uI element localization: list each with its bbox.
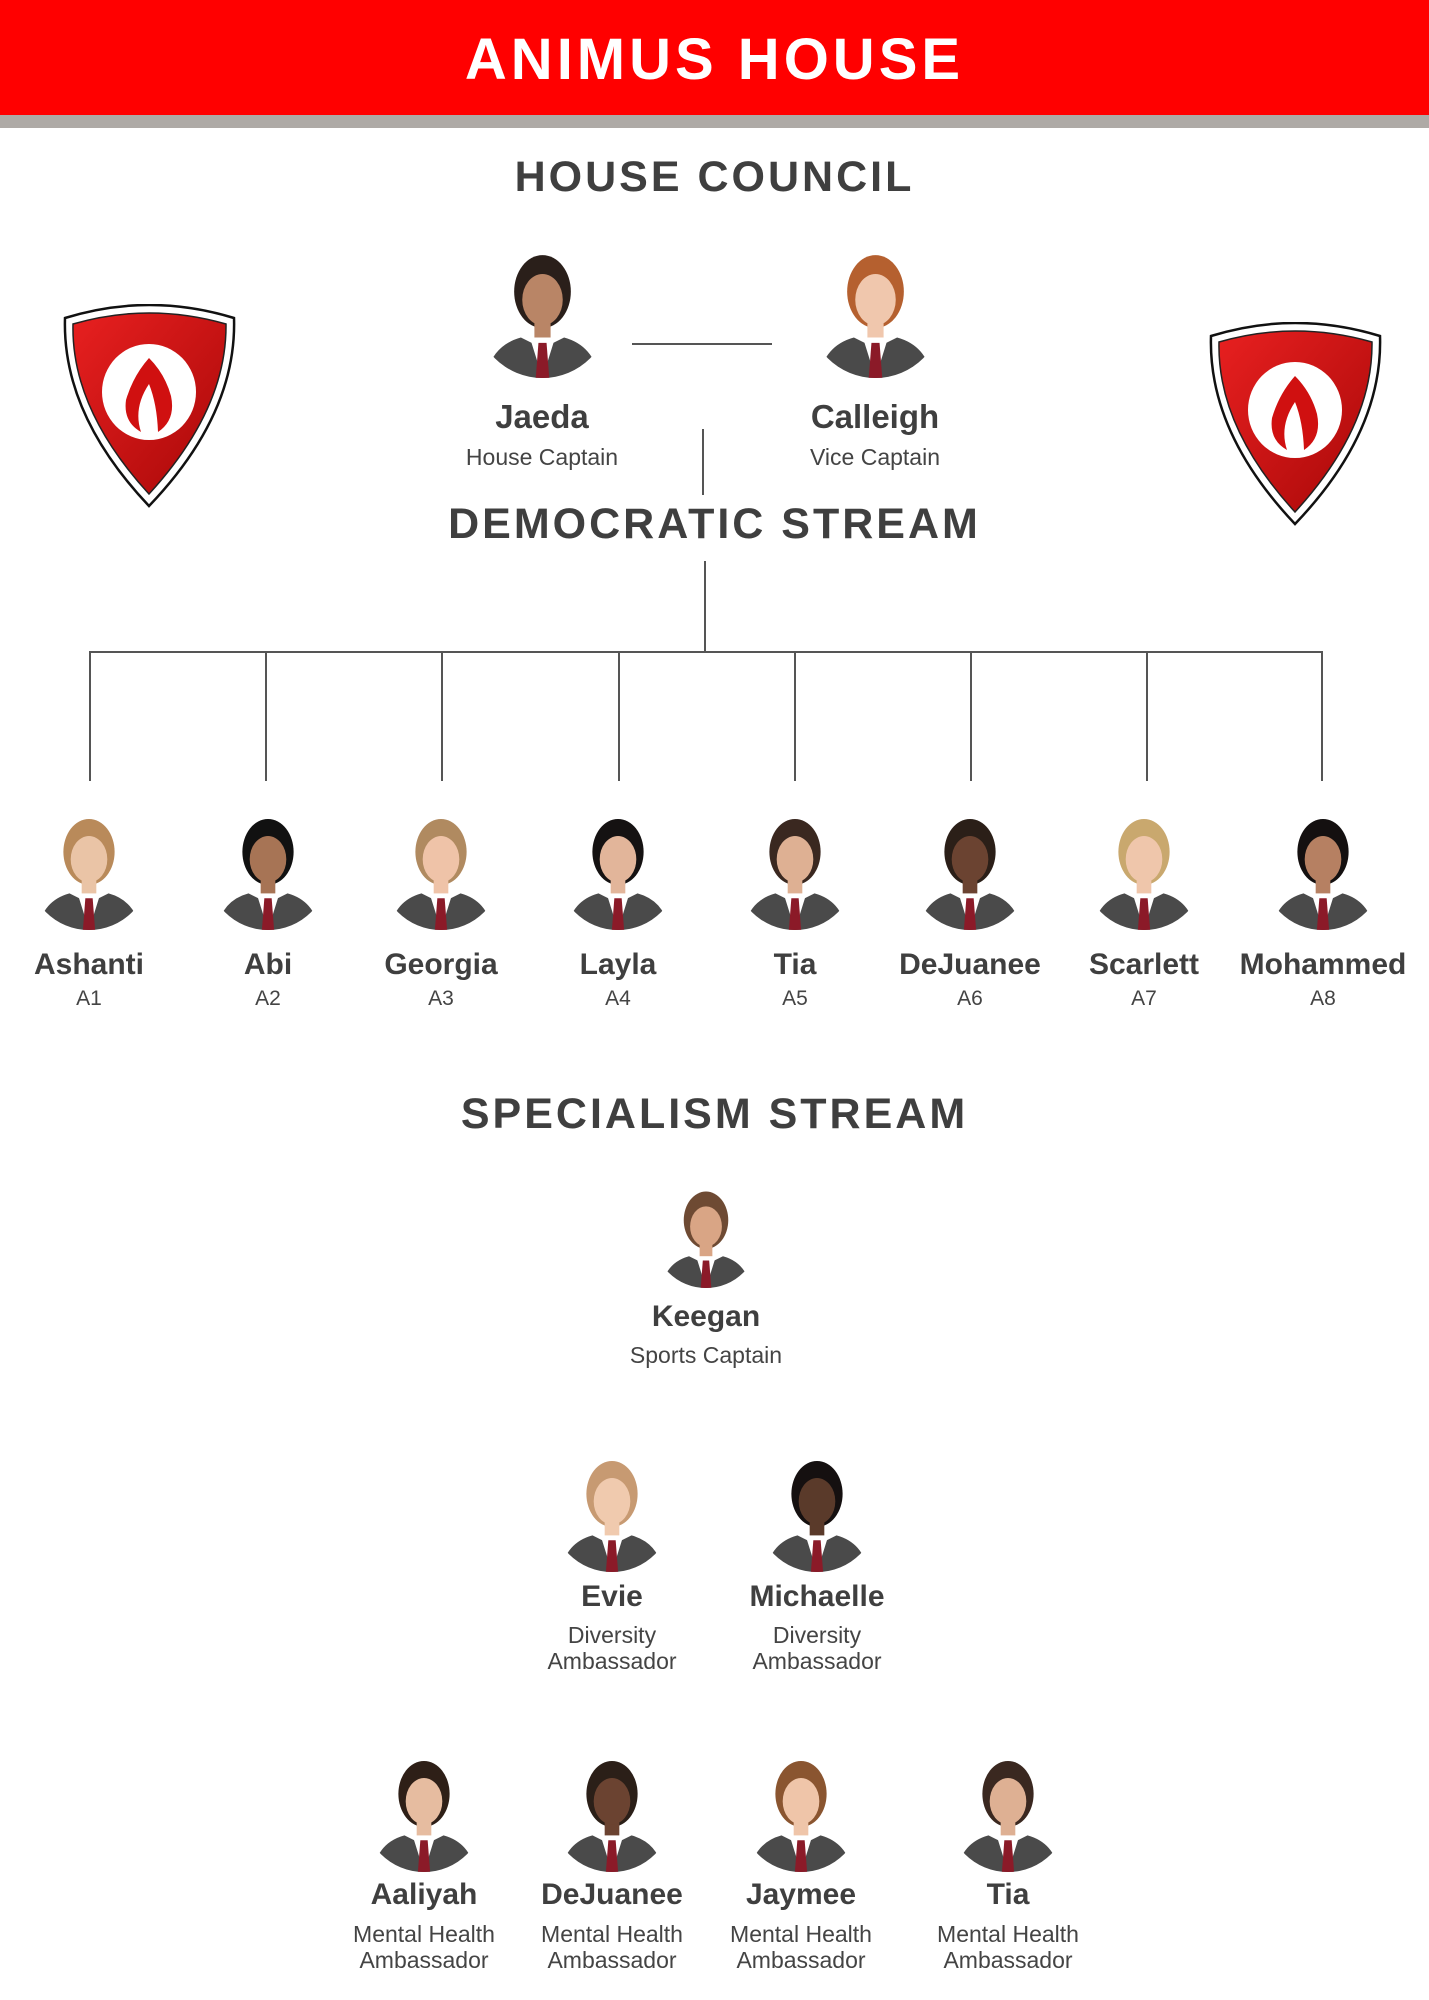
member-name: Keegan [651, 1300, 761, 1333]
member-role: A8 [1310, 987, 1336, 1010]
member-role: A6 [957, 987, 983, 1010]
member-photo [207, 808, 329, 930]
member-name: Michaelle [749, 1580, 885, 1613]
branch-drop-line [794, 651, 796, 781]
council-stem-line [702, 429, 704, 495]
branch-drop-line [441, 651, 443, 781]
member-name: Tia [773, 948, 817, 981]
member-photo [551, 1750, 673, 1872]
democratic-branch-line [89, 651, 1322, 653]
header-banner [0, 0, 1429, 115]
student-photo-icon [956, 1760, 1060, 1872]
branch-drop-line [1146, 651, 1148, 781]
member-role: A7 [1131, 987, 1157, 1010]
student-photo-icon [749, 1760, 853, 1872]
member-name: Evie [581, 1580, 643, 1613]
member-role: Vice Captain [810, 444, 940, 470]
member-photo [363, 1750, 485, 1872]
student-photo-icon [661, 1191, 751, 1288]
member-name: DeJuanee [541, 1878, 683, 1911]
student-photo-icon [765, 1460, 869, 1572]
student-photo-icon [1271, 818, 1375, 930]
student-photo-icon [566, 818, 670, 930]
member-photo [947, 1750, 1069, 1872]
branch-drop-line [265, 651, 267, 781]
branch-drop-line [1321, 651, 1323, 781]
student-photo-icon [560, 1760, 664, 1872]
branch-drop-line [970, 651, 972, 781]
student-photo-icon [918, 818, 1022, 930]
branch-drop-line [89, 651, 91, 781]
member-photo [1262, 808, 1384, 930]
member-photo [909, 808, 1031, 930]
member-photo [756, 1450, 878, 1572]
member-role: Diversity Ambassador [547, 1622, 677, 1674]
member-role: A5 [782, 987, 808, 1010]
member-photo [474, 243, 610, 378]
member-name: Georgia [384, 948, 498, 981]
member-role: Mental Health Ambassador [541, 1921, 683, 1973]
student-photo-icon [1092, 818, 1196, 930]
member-role: Diversity Ambassador [752, 1622, 882, 1674]
member-name: Mohammed [1239, 948, 1407, 981]
house-shield-left-icon [63, 304, 236, 508]
member-name: Jaeda [495, 398, 589, 435]
student-photo-icon [372, 1760, 476, 1872]
house-council-heading: HOUSE COUNCIL [514, 153, 915, 201]
member-role: A1 [76, 987, 102, 1010]
student-photo-icon [560, 1460, 664, 1572]
student-photo-icon [485, 255, 599, 378]
member-role: A3 [428, 987, 454, 1010]
student-photo-icon [743, 818, 847, 930]
member-photo [807, 243, 943, 378]
democratic-stem-line [704, 561, 706, 651]
member-photo [28, 808, 150, 930]
student-photo-icon [37, 818, 141, 930]
member-photo [551, 1450, 673, 1572]
branch-drop-line [618, 651, 620, 781]
member-name: Aaliyah [370, 1878, 478, 1911]
member-name: Tia [986, 1878, 1030, 1911]
democratic-stream-heading: DEMOCRATIC STREAM [448, 500, 981, 548]
member-name: Jaymee [745, 1878, 857, 1911]
captain-connector-line [632, 343, 772, 345]
member-photo [1083, 808, 1205, 930]
member-role: A2 [255, 987, 281, 1010]
member-role: Mental Health Ambassador [937, 1921, 1079, 1973]
member-role: Mental Health Ambassador [353, 1921, 495, 1973]
member-role: Sports Captain [629, 1342, 783, 1368]
member-photo [734, 808, 856, 930]
header-divider [0, 115, 1429, 128]
member-photo [380, 808, 502, 930]
specialism-stream-heading: SPECIALISM STREAM [460, 1090, 969, 1138]
member-name: Calleigh [810, 398, 940, 435]
member-role: House Captain [465, 444, 619, 470]
member-role: A4 [605, 987, 631, 1010]
member-photo [557, 808, 679, 930]
member-name: DeJuanee [899, 948, 1041, 981]
student-photo-icon [818, 255, 932, 378]
member-name: Abi [243, 948, 293, 981]
member-photo [653, 1182, 759, 1288]
house-shield-right-icon [1209, 322, 1382, 526]
member-photo [740, 1750, 862, 1872]
student-photo-icon [389, 818, 493, 930]
page-title: ANIMUS HOUSE [464, 27, 965, 92]
student-photo-icon [216, 818, 320, 930]
member-name: Ashanti [33, 948, 144, 981]
member-name: Layla [579, 948, 657, 981]
member-role: Mental Health Ambassador [730, 1921, 872, 1973]
member-name: Scarlett [1088, 948, 1200, 981]
